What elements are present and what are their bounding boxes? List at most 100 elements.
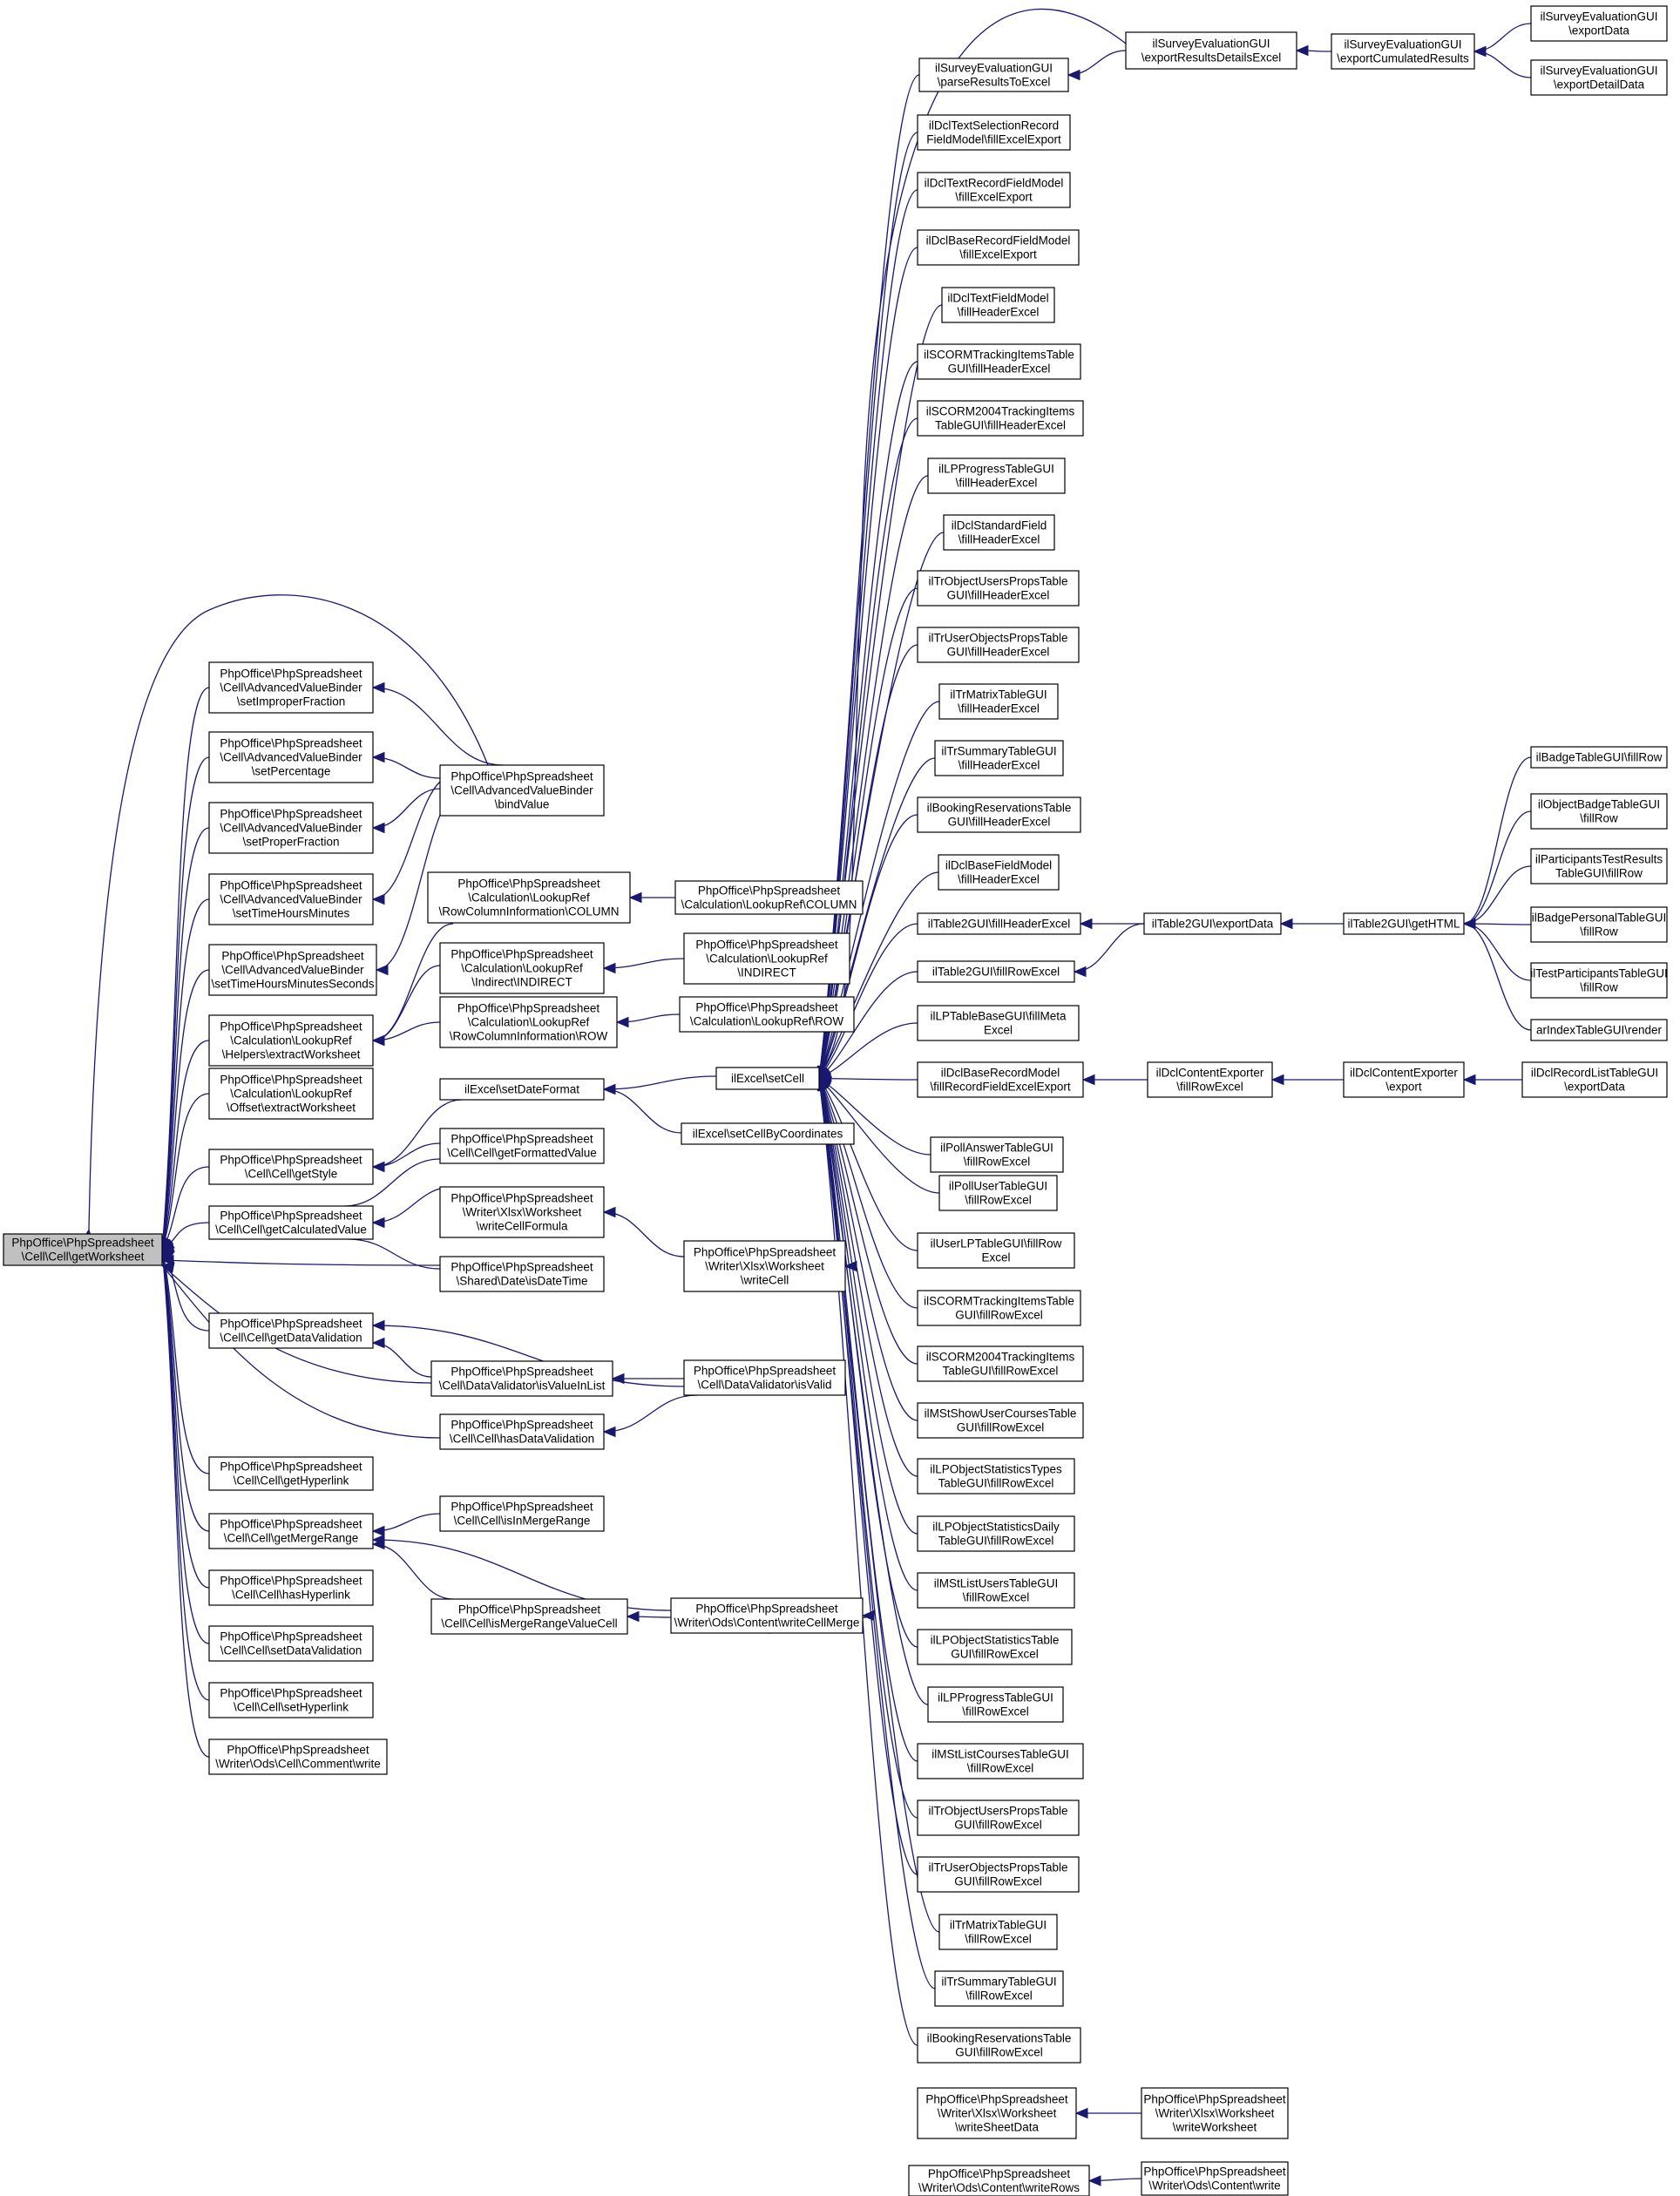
- function-node[interactable]: ilSurveyEvaluationGUI\exportResultsDetai…: [1125, 31, 1297, 70]
- function-node[interactable]: ilUserLPTableGUI\fillRowExcel: [917, 1232, 1075, 1269]
- function-node[interactable]: ilPollUserTableGUI\fillRowExcel: [938, 1175, 1058, 1211]
- function-node[interactable]: PhpOffice\PhpSpreadsheet\Calculation\Loo…: [208, 1068, 374, 1120]
- function-node[interactable]: ilTrUserObjectsPropsTableGUI\fillRowExce…: [917, 1856, 1080, 1893]
- function-node[interactable]: PhpOffice\PhpSpreadsheet\Cell\AdvancedVa…: [208, 661, 374, 714]
- function-node[interactable]: ilParticipantsTestResultsTableGUI\fillRo…: [1530, 848, 1668, 884]
- node-box: [208, 1738, 388, 1775]
- function-node[interactable]: PhpOffice\PhpSpreadsheet\Writer\Ods\Cont…: [1141, 2161, 1289, 2196]
- function-node[interactable]: ilTable2GUI\fillHeaderExcel: [917, 912, 1081, 935]
- function-node[interactable]: PhpOffice\PhpSpreadsheet\Cell\Cell\setDa…: [208, 1625, 374, 1662]
- function-node[interactable]: PhpOffice\PhpSpreadsheet\Cell\AdvancedVa…: [208, 731, 374, 783]
- function-node[interactable]: ilSCORMTrackingItemsTableGUI\fillHeaderE…: [917, 343, 1081, 380]
- function-node[interactable]: ilDclTextFieldModel\fillHeaderExcel: [941, 287, 1055, 323]
- function-node[interactable]: PhpOffice\PhpSpreadsheet\Writer\Ods\Cont…: [908, 2165, 1090, 2196]
- function-node[interactable]: PhpOffice\PhpSpreadsheet\Calculation\Loo…: [674, 880, 864, 915]
- function-node[interactable]: ilExcel\setDateFormat: [439, 1078, 605, 1101]
- function-node[interactable]: ilSurveyEvaluationGUI\exportCumulatedRes…: [1331, 33, 1475, 70]
- function-node[interactable]: ilLPProgressTableGUI\fillHeaderExcel: [927, 458, 1066, 494]
- function-node[interactable]: ilTable2GUI\fillRowExcel: [917, 960, 1075, 983]
- function-node[interactable]: PhpOffice\PhpSpreadsheet\Cell\AdvancedVa…: [208, 802, 374, 854]
- function-node[interactable]: PhpOffice\PhpSpreadsheet\Cell\AdvancedVa…: [208, 873, 374, 925]
- function-node[interactable]: ilPollAnswerTableGUI\fillRowExcel: [930, 1136, 1064, 1173]
- edge-b1-to-root: [88, 594, 489, 1230]
- function-node[interactable]: PhpOffice\PhpSpreadsheet\Cell\Cell\getCa…: [208, 1205, 374, 1240]
- function-node[interactable]: ilTrUserObjectsPropsTableGUI\fillHeaderE…: [917, 627, 1080, 663]
- function-node[interactable]: ilExcel\setCellByCoordinates: [681, 1122, 855, 1145]
- function-node[interactable]: ilDclBaseRecordModel\fillRecordFieldExce…: [917, 1061, 1084, 1098]
- function-node[interactable]: ilTrSummaryTableGUI\fillRowExcel: [934, 1970, 1064, 2007]
- function-node[interactable]: PhpOffice\PhpSpreadsheet\Calculation\Loo…: [208, 1014, 374, 1067]
- function-node[interactable]: ilSCORMTrackingItemsTableGUI\fillRowExce…: [917, 1290, 1081, 1326]
- function-node[interactable]: PhpOffice\PhpSpreadsheet\Shared\Date\isD…: [439, 1256, 605, 1292]
- function-node[interactable]: PhpOffice\PhpSpreadsheet\Cell\DataValida…: [430, 1360, 613, 1397]
- function-node[interactable]: ilSurveyEvaluationGUI\exportDetailData: [1530, 59, 1668, 96]
- function-node[interactable]: ilTable2GUI\getHTML: [1343, 912, 1465, 935]
- function-node[interactable]: ilDclTextSelectionRecordFieldModel\fillE…: [917, 114, 1071, 151]
- function-node[interactable]: ilDclContentExporter\fillRowExcel: [1147, 1061, 1273, 1098]
- function-node[interactable]: PhpOffice\PhpSpreadsheet\Writer\Ods\Cont…: [670, 1597, 864, 1634]
- function-node[interactable]: ilTrObjectUsersPropsTableGUI\fillHeaderE…: [917, 570, 1080, 607]
- function-node[interactable]: ilDclBaseRecordFieldModel\fillExcelExpor…: [917, 229, 1080, 266]
- function-node[interactable]: ilExcel\setCell: [715, 1067, 820, 1090]
- edge-layer: [82, 8, 1532, 2186]
- function-node[interactable]: PhpOffice\PhpSpreadsheet\Cell\Cell\hasDa…: [439, 1413, 605, 1450]
- function-node[interactable]: ilSurveyEvaluationGUI\exportData: [1530, 5, 1668, 42]
- function-node[interactable]: PhpOffice\PhpSpreadsheet\Calculation\Loo…: [679, 996, 855, 1033]
- function-node[interactable]: PhpOffice\PhpSpreadsheet\Calculation\Loo…: [683, 932, 850, 985]
- function-node[interactable]: ilMStListCoursesTableGUI\fillRowExcel: [917, 1743, 1084, 1779]
- function-node[interactable]: ilMStShowUserCoursesTableGUI\fillRowExce…: [917, 1402, 1084, 1439]
- function-node[interactable]: ilDclRecordListTableGUI\exportData: [1521, 1061, 1668, 1098]
- function-node[interactable]: PhpOffice\PhpSpreadsheet\Cell\Cell\hasHy…: [208, 1569, 374, 1606]
- function-node[interactable]: PhpOffice\PhpSpreadsheet\Writer\Xlsx\Wor…: [917, 2087, 1077, 2139]
- function-node[interactable]: PhpOffice\PhpSpreadsheet\Writer\Xlsx\Wor…: [683, 1240, 846, 1292]
- function-node[interactable]: ilLPObjectStatisticsTableGUI\fillRowExce…: [917, 1629, 1073, 1665]
- function-node[interactable]: ilTestParticipantsTableGUI\fillRow: [1530, 962, 1668, 999]
- function-node[interactable]: arIndexTableGUI\render: [1530, 1019, 1668, 1041]
- function-node[interactable]: ilSCORM2004TrackingItemsTableGUI\fillHea…: [917, 400, 1084, 437]
- function-node[interactable]: ilTrSummaryTableGUI\fillHeaderExcel: [934, 740, 1064, 776]
- function-node[interactable]: PhpOffice\PhpSpreadsheet\Cell\Cell\isInM…: [439, 1495, 605, 1532]
- function-node[interactable]: PhpOffice\PhpSpreadsheet\Cell\Cell\getMe…: [208, 1513, 374, 1549]
- function-node[interactable]: ilBadgePersonalTableGUI\fillRow: [1530, 906, 1668, 943]
- function-node[interactable]: ilTable2GUI\exportData: [1143, 912, 1282, 935]
- function-node[interactable]: ilTrObjectUsersPropsTableGUI\fillRowExce…: [917, 1800, 1080, 1836]
- function-node[interactable]: PhpOffice\PhpSpreadsheet\Calculation\Loo…: [439, 996, 618, 1048]
- function-node[interactable]: PhpOffice\PhpSpreadsheet\Cell\AdvancedVa…: [208, 944, 377, 996]
- function-node[interactable]: PhpOffice\PhpSpreadsheet\Cell\Cell\getDa…: [208, 1312, 374, 1349]
- function-node[interactable]: ilTrMatrixTableGUI\fillRowExcel: [938, 1914, 1058, 1950]
- function-node[interactable]: ilBookingReservationsTableGUI\fillHeader…: [917, 796, 1081, 833]
- function-node[interactable]: ilMStListUsersTableGUI\fillRowExcel: [917, 1572, 1075, 1609]
- function-node[interactable]: PhpOffice\PhpSpreadsheet\Cell\Cell\setHy…: [208, 1682, 374, 1718]
- function-node[interactable]: ilLPProgressTableGUI\fillRowExcel: [927, 1686, 1064, 1723]
- function-node[interactable]: ilDclTextRecordFieldModel\fillExcelExpor…: [917, 172, 1071, 208]
- function-node[interactable]: ilBadgeTableGUI\fillRow: [1530, 746, 1668, 769]
- function-node[interactable]: ilDclStandardField\fillHeaderExcel: [943, 514, 1055, 551]
- function-node[interactable]: ilSCORM2004TrackingItemsTableGUI\fillRow…: [917, 1345, 1084, 1382]
- function-node[interactable]: PhpOffice\PhpSpreadsheet\Cell\Cell\getSt…: [208, 1149, 374, 1185]
- function-node[interactable]: PhpOffice\PhpSpreadsheet\Writer\Xlsx\Wor…: [439, 1186, 605, 1238]
- node-label-line: \RowColumnInformation\ROW: [450, 1030, 608, 1043]
- function-node[interactable]: PhpOffice\PhpSpreadsheet\Cell\AdvancedVa…: [439, 764, 605, 817]
- function-node[interactable]: PhpOffice\PhpSpreadsheet\Cell\Cell\getFo…: [439, 1128, 605, 1164]
- function-node[interactable]: ilLPObjectStatisticsDailyTableGUI\fillRo…: [917, 1515, 1075, 1552]
- function-node[interactable]: PhpOffice\PhpSpreadsheet\Cell\Cell\isMer…: [430, 1598, 628, 1635]
- root-function-node[interactable]: PhpOffice\PhpSpreadsheet\Cell\Cell\getWo…: [3, 1233, 163, 1266]
- arrowhead-icon: [371, 1534, 385, 1546]
- function-node[interactable]: ilBookingReservationsTableGUI\fillRowExc…: [917, 2027, 1081, 2064]
- function-node[interactable]: ilLPObjectStatisticsTypesTableGUI\fillRo…: [917, 1458, 1075, 1494]
- function-node[interactable]: ilDclContentExporter\export: [1343, 1061, 1465, 1098]
- function-node[interactable]: ilTrMatrixTableGUI\fillHeaderExcel: [938, 683, 1059, 720]
- node-label-line: ilTable2GUI\getHTML: [1347, 918, 1460, 931]
- function-node[interactable]: PhpOffice\PhpSpreadsheet\Writer\Ods\Cell…: [208, 1738, 388, 1775]
- function-node[interactable]: PhpOffice\PhpSpreadsheet\Calculation\Loo…: [439, 942, 605, 994]
- node-box: [670, 1597, 864, 1634]
- function-node[interactable]: ilObjectBadgeTableGUI\fillRow: [1530, 793, 1668, 830]
- function-node[interactable]: PhpOffice\PhpSpreadsheet\Cell\DataValida…: [683, 1359, 846, 1396]
- function-node[interactable]: PhpOffice\PhpSpreadsheet\Writer\Xlsx\Wor…: [1141, 2087, 1289, 2139]
- function-node[interactable]: PhpOffice\PhpSpreadsheet\Calculation\Loo…: [427, 871, 631, 924]
- function-node[interactable]: ilSurveyEvaluationGUI\parseResultsToExce…: [918, 58, 1069, 92]
- node-label-line: \Calculation\LookupRef\COLUMN: [681, 898, 857, 912]
- function-node[interactable]: ilDclBaseFieldModel\fillHeaderExcel: [938, 854, 1060, 891]
- function-node[interactable]: PhpOffice\PhpSpreadsheet\Cell\Cell\getHy…: [208, 1456, 374, 1491]
